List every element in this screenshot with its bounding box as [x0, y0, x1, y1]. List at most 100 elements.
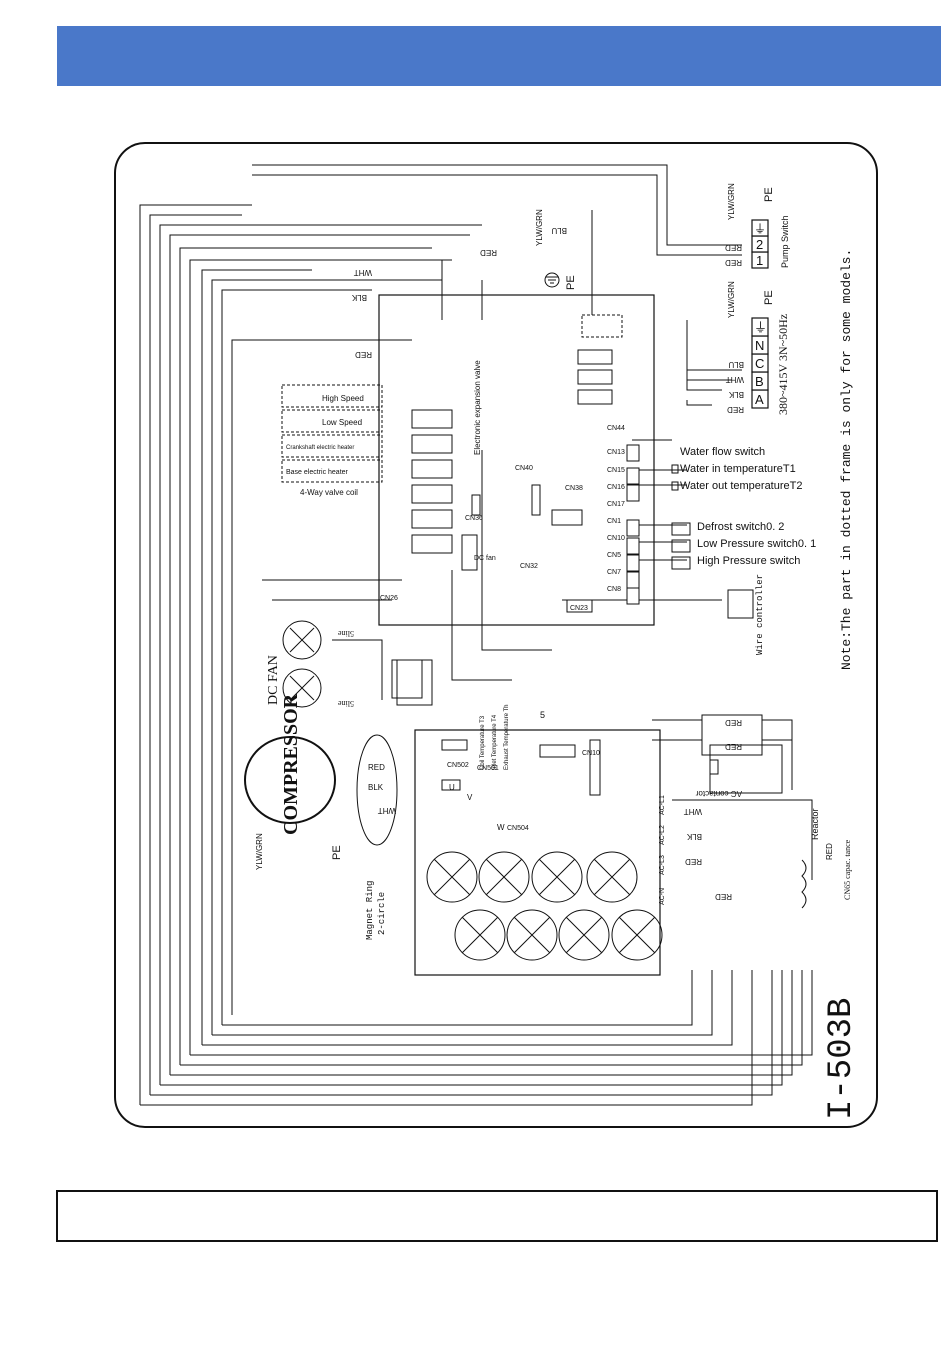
pump-terminal-2: 2 — [756, 237, 763, 252]
terminal-c: C — [755, 356, 764, 371]
phase-v: V — [467, 793, 473, 802]
cn32-label: CN32 — [520, 563, 538, 570]
ac-l2: AC-L2 — [659, 825, 666, 845]
wiring-diagram-svg: High Speed Low Speed Crankshaft electric… — [114, 142, 878, 1128]
wire-wht-top: WHT — [354, 268, 372, 277]
ac-line-labels: AC-L1 AC-L2 AC-L3 AC-N — [659, 795, 666, 905]
cn502-label: CN502 — [447, 762, 469, 769]
magnet-ring-label: Magnet Ring — [365, 881, 375, 940]
wire-red-pump1: RED — [725, 258, 742, 267]
cn16-label: CN16 — [607, 484, 625, 491]
cn44-label: CN44 — [607, 425, 625, 432]
optional-load-frames — [281, 384, 383, 483]
capacitor-bank — [426, 851, 663, 961]
power-terminal-block: A B C N ⏚ 380~415V 3N~50Hz YLW/GRN PE — [727, 281, 790, 415]
compressor-label: COMPRESSOR — [280, 693, 302, 835]
fan-icon — [282, 620, 322, 708]
connector-labels: CN44 CN13 CN15 CN16 CN17 CN1 CN10 CN5 CN… — [380, 425, 625, 832]
wire-blk-power: BLK — [728, 390, 744, 399]
diagram-border — [114, 142, 878, 1128]
wire-blu-power: BLU — [728, 360, 744, 369]
model-label: I-503B — [823, 998, 861, 1120]
magnet-ring-sub: 2-circle — [377, 892, 387, 935]
fan-line-2: 5line — [338, 699, 354, 708]
wire-blu-top: BLU — [551, 226, 567, 235]
wire-red-inv4: RED — [715, 892, 732, 901]
cn23-label: CN23 — [570, 605, 588, 612]
sensor-symbols — [671, 464, 691, 570]
cn65-label: CN65 capac. tance — [843, 839, 852, 900]
cn13-label: CN13 — [607, 449, 625, 456]
sensor-low-pressure: Low Pressure switch0. 1 — [697, 538, 816, 550]
cn38-label: CN38 — [565, 485, 583, 492]
reactor-label: Reactor — [810, 808, 820, 840]
phase-u: U — [449, 783, 455, 792]
terminal-a: A — [755, 392, 764, 407]
cn40-label: CN40 — [515, 465, 533, 472]
five-mark: 5 — [540, 710, 545, 720]
wire-wht-inv: WHT — [684, 807, 702, 816]
pump-ground-wire: YLW/GRN — [727, 183, 736, 220]
power-spec: 380~415V 3N~50Hz — [776, 314, 790, 415]
wire-ylwgrn-center: YLW/GRN — [535, 209, 544, 246]
cn10b-label: CN10 — [582, 750, 600, 757]
wire-red-top: RED — [480, 248, 497, 257]
cn15-label: CN15 — [607, 467, 625, 474]
footer-box — [56, 1190, 938, 1242]
reactor-icon — [801, 859, 807, 909]
cn1-label: CN1 — [607, 518, 621, 525]
sensor-labels: Water flow switch Water in temperatureT1… — [680, 446, 816, 567]
phase-w: W — [497, 823, 505, 832]
cn504-label: CN504 — [507, 825, 529, 832]
fan-line-1: 5line — [338, 629, 354, 638]
wire-blk-inv: BLK — [686, 832, 702, 841]
load-label-high-speed: High Speed — [322, 394, 364, 403]
power-pe: PE — [763, 290, 775, 305]
pump-switch: 1 2 ⏚ Pump Switch YLW/GRN PE — [727, 183, 790, 269]
diagram-note: Note:The part in dotted frame is only fo… — [839, 249, 854, 670]
ac-n: AC-N — [659, 888, 666, 905]
ac-l3: AC-L3 — [659, 855, 666, 875]
cn10-label: CN10 — [607, 535, 625, 542]
sensor-high-pressure: High Pressure switch — [697, 555, 800, 567]
wire-wht-power: WHT — [726, 375, 744, 384]
ac-l1: AC-L1 — [659, 795, 666, 815]
sensor-water-out: Water out temperatureT2 — [680, 480, 802, 492]
power-ground-wire: YLW/GRN — [727, 281, 736, 318]
wire-blk-top: BLK — [351, 293, 367, 302]
temp-exhaust: Exhaust Temperature Th — [504, 705, 510, 770]
cn5-label: CN5 — [607, 552, 621, 559]
wire-red-reactor: RED — [825, 843, 834, 860]
cn26-label: CN26 — [380, 595, 398, 602]
pump-pe: PE — [763, 187, 775, 202]
header-banner — [57, 26, 941, 86]
pump-terminal-1: 1 — [756, 253, 763, 268]
cn17-label: CN17 — [607, 501, 625, 508]
terminal-n: N — [755, 338, 764, 353]
footer-text — [58, 1192, 936, 1220]
wire-controller-label: Wire controller — [755, 574, 765, 655]
ac-contactor-label: AC contactor — [695, 789, 742, 798]
sensor-water-flow: Water flow switch — [680, 446, 765, 458]
wire-blk-comp: BLK — [368, 783, 384, 792]
compressor-pe: PE — [331, 845, 343, 860]
temp-sensor-labels: Coil Temperature T3 Inlet Temperature T4… — [480, 705, 510, 770]
terminal-ground: ⏚ — [754, 320, 767, 335]
load-label-base-heater: Base electric heater — [286, 469, 349, 476]
sensor-defrost: Defrost switch0. 2 — [697, 521, 784, 533]
wiring-diagram: High Speed Low Speed Crankshaft electric… — [112, 140, 880, 1130]
wire-red-power: RED — [727, 405, 744, 414]
inverter-board — [414, 729, 661, 976]
load-labels: High Speed Low Speed Crankshaft electric… — [286, 394, 364, 497]
wire-color-labels: BLU RED WHT BLK RED RED RED BLU WHT BLK … — [255, 209, 834, 901]
sensor-water-in: Water in temperatureT1 — [680, 463, 796, 475]
wire-red-inv1: RED — [725, 718, 742, 727]
cn7-label: CN7 — [607, 569, 621, 576]
wire-wht-comp: WHT — [378, 806, 396, 815]
ground-icon — [544, 272, 560, 288]
wire-red-left: RED — [355, 350, 372, 359]
wire-ylwgrn-comp: YLW/GRN — [255, 833, 264, 870]
fan-connector — [391, 659, 423, 699]
pump-terminal-ground: ⏚ — [754, 222, 766, 236]
cn8-label: CN8 — [607, 586, 621, 593]
